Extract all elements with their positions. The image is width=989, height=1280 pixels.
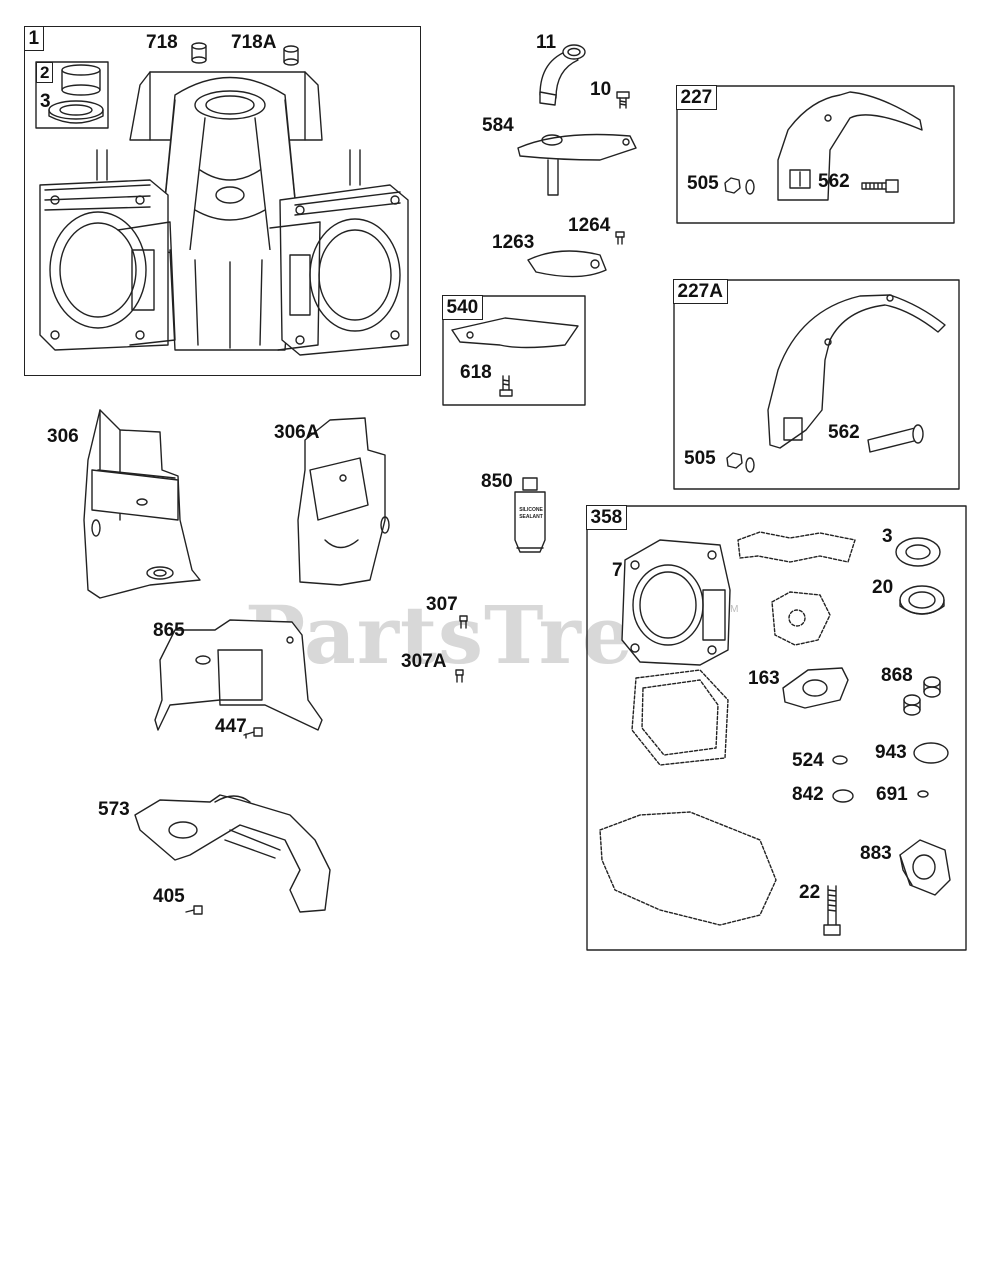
group-tag-1: 1 [23,25,45,51]
shroud-306-drawing [83,409,201,599]
group-box-540: 540 [441,294,585,405]
pin-562-bottom-drawing [867,424,924,453]
seal-3-kit-drawing [895,537,941,567]
part-label-850: 850 [481,471,513,492]
bushing-718A-drawing [283,45,299,66]
screw-307A-drawing [455,669,464,683]
part-label-1264: 1264 [568,215,611,236]
gasket-540-drawing [451,317,579,349]
sleeve-2-drawing [61,64,101,96]
screw-10-drawing [616,91,630,109]
nut-505-bottom-drawing [726,452,755,473]
group-box-227A: 227A [672,278,959,489]
part-label-22: 22 [799,882,821,903]
part-label-562-227A: 562 [828,422,860,443]
caps-868-drawing [903,676,941,716]
group-tag-227: 227 [675,84,718,110]
shroud-306A-drawing [297,417,390,586]
part-label-3-kit: 3 [882,526,893,547]
part-label-718A: 718A [231,32,277,53]
part-label-943: 943 [875,742,907,763]
part-label-405: 405 [153,886,185,907]
oring-943-drawing [913,742,949,764]
gasket-middle-dotted-drawing [771,591,831,646]
tube-text-line2: SEALANT [519,514,543,520]
gasket-top-dotted-drawing [737,531,856,563]
part-label-573: 573 [98,799,130,820]
screw-447-drawing [243,727,263,739]
screw-1264-drawing [615,231,625,245]
group-box-1: 1 [23,25,421,376]
part-label-447: 447 [215,716,247,737]
part-label-20: 20 [872,577,894,598]
crankcase-gasket-dotted-drawing [599,811,777,926]
screw-307-drawing [459,615,468,629]
part-label-691: 691 [876,784,908,805]
seal-3-drawing [48,100,104,124]
group-tag-540: 540 [441,294,484,320]
group-tag-358: 358 [585,504,628,530]
part-label-584: 584 [482,115,514,136]
breather-tube-11-drawing [539,44,586,106]
head-gasket-7-drawing [621,539,731,666]
part-label-842: 842 [792,784,824,805]
inset-box-2-3 [35,61,109,129]
oring-691-drawing [917,790,929,798]
group-box-227: 227 [675,84,954,223]
watermark-trademark: TM [724,604,739,615]
gasket-883-drawing [899,839,951,896]
box-358 [586,505,967,951]
bracket-227A-drawing [767,294,946,449]
box-227 [676,85,955,224]
cylinder-block-drawing [39,71,409,356]
watermark: PartsTree [245,588,686,682]
part-label-868: 868 [881,665,913,686]
seal-20-drawing [899,585,945,615]
part-label-1263: 1263 [492,232,535,253]
box-540 [442,295,586,406]
group-box-358: 358 [585,504,966,950]
part-label-3-seal: 3 [40,91,51,112]
bracket-227-drawing [777,91,923,201]
part-label-718: 718 [146,32,178,53]
lever-1263-drawing [527,250,607,278]
group-tag-227A: 227A [672,278,728,304]
bushing-718-drawing [191,42,207,64]
part-label-307: 307 [426,594,458,615]
baffle-865-drawing [154,619,323,731]
screw-405-drawing [185,905,203,915]
part-label-307A: 307A [401,651,447,672]
bolt-22-drawing [823,885,841,936]
part-label-306: 306 [47,426,79,447]
plate-584-drawing [517,133,637,196]
part-label-618: 618 [460,362,492,383]
bolt-562-top-drawing [861,179,899,193]
tube-text-line1: SILICONE [519,507,543,513]
part-label-306A: 306A [274,422,320,443]
part-label-7: 7 [612,560,623,581]
part-label-11: 11 [536,32,557,53]
screw-618-drawing [499,375,513,397]
part-label-505-227A: 505 [684,448,716,469]
part-label-505-227: 505 [687,173,719,194]
subgroup-tag-2: 2 [36,62,54,83]
sealant-tube-850-drawing [514,477,546,553]
oring-524-drawing [832,755,848,765]
part-label-10: 10 [590,79,612,100]
part-label-865: 865 [153,620,185,641]
nut-505-top-drawing [724,177,755,195]
shield-573-drawing [134,794,331,913]
part-label-562-227: 562 [818,171,850,192]
box-227A [673,279,960,490]
part-label-163: 163 [748,668,780,689]
part-label-883: 883 [860,843,892,864]
gasket-163-drawing [782,667,849,709]
oring-842-drawing [832,789,854,803]
part-label-524: 524 [792,750,824,771]
rocker-gasket-dotted-drawing [631,669,729,766]
